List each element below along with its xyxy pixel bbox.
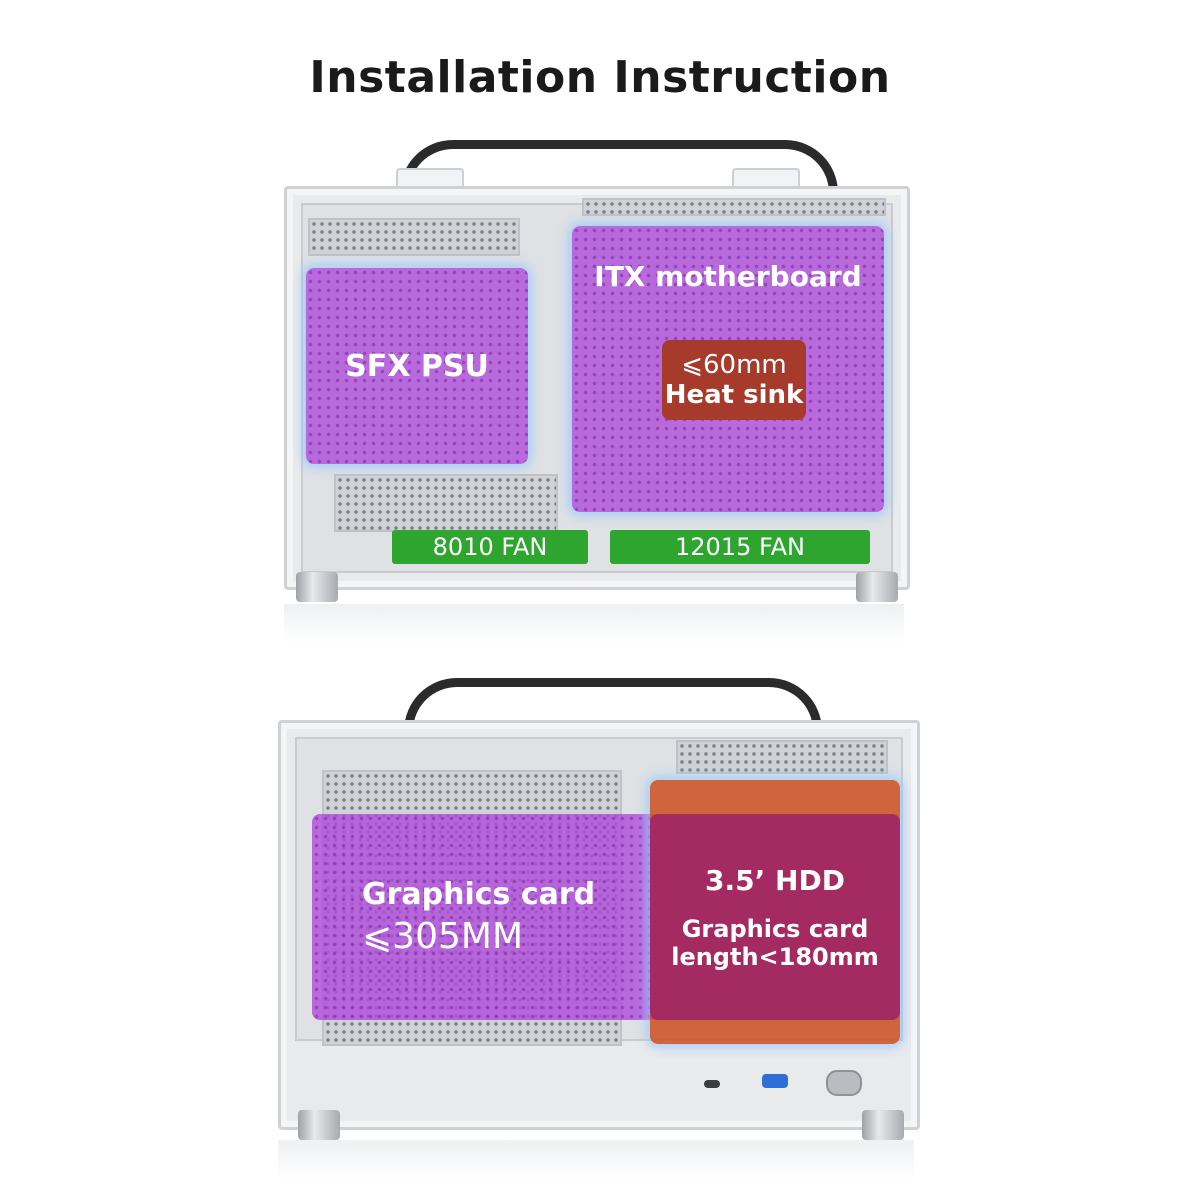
fan-12015-zone: 12015 FAN [610, 530, 870, 564]
power-button-icon [826, 1070, 862, 1096]
bottom-case-left-foot [298, 1110, 340, 1140]
bottom-case-right-foot [862, 1110, 904, 1140]
fan-8010-label: 8010 FAN [432, 533, 548, 561]
hdd-graphics-card-limit: length<180mm [671, 942, 879, 971]
graphics-card-limit: ⩽305MM [362, 916, 523, 957]
top-case-left-foot [296, 572, 338, 602]
fan-12015-label: 12015 FAN [675, 533, 805, 561]
usb-c-port [704, 1080, 720, 1088]
fan-8010-zone: 8010 FAN [392, 530, 588, 564]
sfx-psu-zone: SFX PSU [306, 268, 528, 464]
top-case-reflection [284, 604, 904, 644]
heatsink-limit-tag: ⩽60mm Heat sink [662, 340, 806, 420]
page-title: Installation Instruction [309, 52, 891, 103]
graphics-card-label: Graphics card [362, 877, 596, 912]
top-lower-vent [334, 474, 558, 532]
heatsink-limit-value: ⩽60mm [681, 350, 787, 380]
bottom-top-rail [676, 740, 888, 774]
itx-motherboard-label: ITX motherboard [594, 260, 862, 293]
hdd-overlap-zone: 3.5’ HDD Graphics card length<180mm [650, 814, 900, 1020]
sfx-psu-label: SFX PSU [345, 348, 489, 384]
top-upper-rail [582, 198, 886, 216]
bottom-case-reflection [278, 1140, 914, 1180]
hdd-label: 3.5’ HDD [705, 863, 845, 897]
top-rear-vent [308, 218, 520, 256]
heatsink-label: Heat sink [664, 380, 804, 410]
top-case-right-foot [856, 572, 898, 602]
hdd-graphics-card-label: Graphics card [681, 914, 869, 943]
usb-a-port [762, 1074, 788, 1088]
